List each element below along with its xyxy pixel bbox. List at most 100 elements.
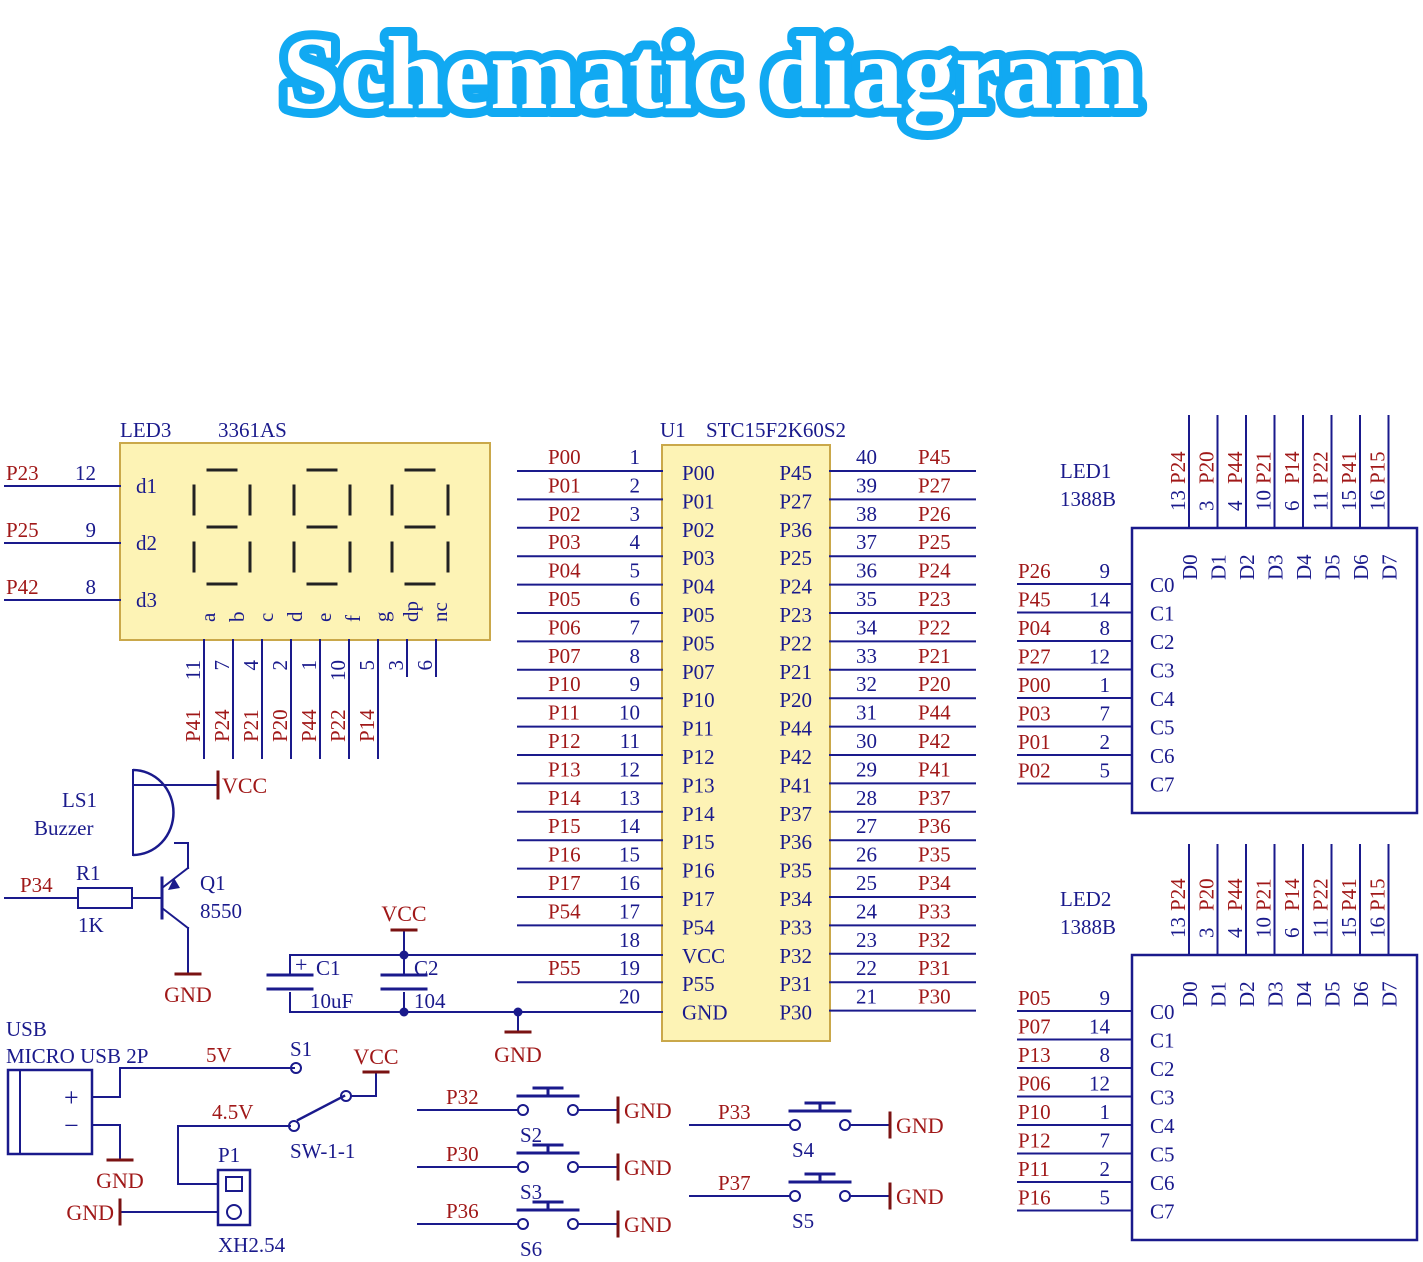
net-label: P20 [1195,878,1219,911]
pin-name: P23 [779,603,812,627]
pin-name: D1 [1207,554,1231,580]
pin-number: 16 [1366,917,1390,938]
net-label: P27 [918,473,951,497]
pin-number: 5 [355,660,379,671]
net-label: P03 [548,530,581,554]
pin-number: 6 [413,660,437,671]
net-label: P34 [20,873,53,897]
pin-name: C0 [1150,1000,1175,1024]
switch-contact [567,1161,579,1173]
net-label: P14 [548,786,581,810]
pin-name: C6 [1150,744,1175,768]
sw-lever [296,1094,346,1122]
pin-number: 7 [1100,702,1111,726]
switch-contact [839,1119,851,1131]
pin-name: P00 [682,461,715,485]
pin-name: D3 [1264,981,1288,1007]
pin-name: C2 [1150,1057,1175,1081]
net-label: P36 [446,1199,479,1223]
net-label: P21 [918,644,951,668]
net-label: P32 [446,1085,479,1109]
pin-name: P12 [682,745,715,769]
pin-number: 26 [856,843,877,867]
led3-part: 3361AS [218,418,287,442]
switch-name: SW-1-1 [290,1139,355,1163]
pin-name: D5 [1321,554,1345,580]
vcc-label: VCC [381,901,426,926]
pin-name: C5 [1150,1143,1175,1167]
pin-name: P44 [779,717,812,741]
pin-name: D2 [1235,981,1259,1007]
pin-number: 12 [75,461,96,485]
pin-name: GND [682,1001,728,1025]
pin-name: D5 [1321,981,1345,1007]
pin-number: 5 [630,559,641,583]
switch-ref: S2 [520,1123,542,1147]
pin-number: 12 [1089,645,1110,669]
net-label: P41 [181,709,205,742]
buzzer-name: Buzzer [34,816,93,840]
led2-part: 1388B [1060,915,1116,939]
pin-name: C7 [1150,1200,1175,1224]
net-label: P44 [1223,878,1247,911]
pin-name: d1 [136,474,157,498]
led1-part: 1388B [1060,487,1116,511]
c2-value: 104 [414,989,446,1013]
led3-ref: LED3 [120,418,171,442]
segment-name: dp [399,601,423,622]
pin-number: 2 [1100,730,1111,754]
net-label: P22 [918,615,951,639]
net-label: P21 [239,709,263,742]
pin-name: P02 [682,518,715,542]
pin-name: P31 [779,972,812,996]
p1-pin2 [226,1204,242,1220]
pin-number: 4 [239,660,263,671]
net-label: P34 [918,871,951,895]
switch-contact [839,1190,851,1202]
pin-number: 12 [619,757,640,781]
pin-name: C7 [1150,773,1175,797]
pin-number: 3 [630,502,641,526]
switch-contact [567,1218,579,1230]
pin-name: P35 [779,859,812,883]
pin-number: 14 [1089,1015,1111,1039]
junction-dot [399,1007,409,1017]
pin-number: 11 [1309,918,1333,938]
pin-number: 23 [856,928,877,952]
pin-number: 4 [630,530,641,554]
switch-contact [517,1104,529,1116]
net-label: P24 [210,709,234,742]
pin-name: D6 [1349,981,1373,1007]
pin-name: P16 [682,859,715,883]
segment-name: c [254,613,278,622]
switch-ref: S3 [520,1180,542,1204]
net-label: P44 [918,701,951,725]
pin-name: d2 [136,531,157,555]
pin-number: 9 [630,672,641,696]
switch-ref: S5 [792,1209,814,1233]
pin-number: 29 [856,757,877,781]
transistor-value: 8550 [200,899,242,923]
segment-name: b [225,612,249,623]
switch-contact [290,1062,302,1074]
net-label: P00 [1018,673,1051,697]
pin-name: C5 [1150,716,1175,740]
c1-value: 10uF [310,989,353,1013]
net-label: P44 [297,709,321,742]
pin-name: P42 [779,745,812,769]
pin-number: 10 [619,701,640,725]
net-label: P45 [1018,588,1051,612]
pin-number: 6 [1280,501,1304,512]
gnd-label: GND [494,1042,542,1067]
pin-number: 2 [630,473,641,497]
pin-number: 24 [856,899,878,923]
gnd-label: GND [896,1113,944,1138]
pin-name: P22 [779,631,812,655]
pin-number: 15 [1337,490,1361,511]
net-label: P32 [918,928,951,952]
net-label: P26 [918,502,951,526]
pin-number: 35 [856,587,877,611]
pin-number: 25 [856,871,877,895]
net-label: P33 [918,899,951,923]
pin-name: P33 [779,915,812,939]
